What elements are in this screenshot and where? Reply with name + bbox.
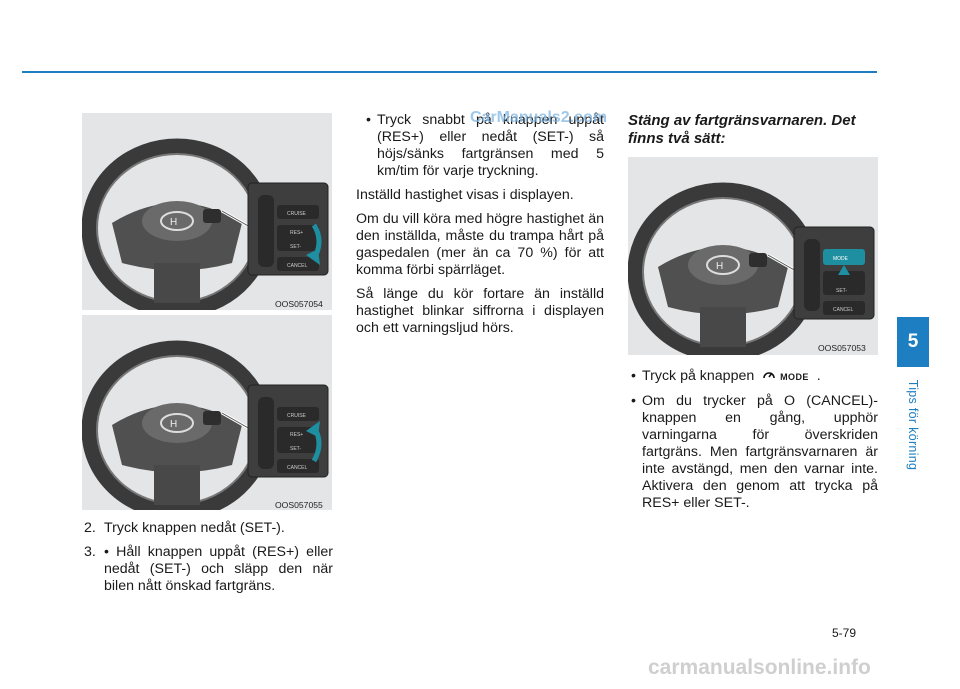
- paragraph: Så länge du kör fortare än inställd hast…: [356, 286, 604, 336]
- press-arrow-icon: [838, 265, 850, 275]
- set-label: SET-: [836, 288, 847, 294]
- chapter-tab: 5: [897, 317, 929, 367]
- paragraph: Om du vill köra med högre hastighet än d…: [356, 211, 604, 278]
- cruise-label: CRUISE: [287, 211, 307, 217]
- bullet-text-post: .: [816, 368, 821, 384]
- bullet-text: Tryck på knappen MODE .: [642, 368, 878, 386]
- step-number: 2.: [84, 520, 96, 536]
- bullet-text-pre: Tryck på knappen: [642, 368, 755, 384]
- bullet-icon: •: [631, 393, 636, 409]
- step-text: Tryck knappen nedåt (SET-).: [104, 520, 285, 536]
- mode-label: MODE: [833, 256, 849, 262]
- page-number: 5-79: [832, 626, 857, 640]
- mode-button-label: MODE: [780, 372, 809, 382]
- steering-wheel-figure-3: H MODE SET- CANCEL: [628, 157, 878, 355]
- res-label: RES+: [290, 432, 303, 438]
- steering-wheel-illustration: H MODE SET- CANCEL: [628, 182, 875, 355]
- bullet-icon: •: [366, 112, 371, 128]
- step-number: 3.: [84, 544, 96, 560]
- top-rule: [22, 71, 877, 73]
- set-label: SET-: [290, 244, 301, 250]
- section-heading: Stäng av fartgränsvarnaren. Det finns tv…: [628, 112, 856, 147]
- watermark-bottom: carmanualsonline.info: [648, 656, 871, 679]
- bullet-icon: •: [631, 368, 636, 384]
- res-label: RES+: [290, 230, 303, 236]
- figure-code-1: OOS057054: [275, 299, 323, 309]
- watermark-top: CarManuals2.com: [470, 109, 607, 126]
- list-item: • Om du trycker på O (CANCEL)-knappen en…: [628, 393, 878, 512]
- steering-wheel-illustration: H CRUISE RES+ SET- CANCEL: [82, 138, 329, 310]
- cancel-label: CANCEL: [833, 307, 854, 313]
- left-column: 2. Tryck knappen nedåt (SET-). 3. • Håll…: [84, 520, 333, 602]
- chapter-title: Tips för körning: [906, 379, 920, 471]
- cancel-label: CANCEL: [287, 465, 308, 471]
- svg-text:H: H: [170, 217, 177, 228]
- svg-text:H: H: [170, 419, 177, 430]
- speedometer-icon: [763, 372, 776, 379]
- bullet-text: Om du trycker på O (CANCEL)-knappen en g…: [642, 393, 878, 511]
- list-item: • Tryck på knappen MODE .: [628, 368, 878, 386]
- steering-wheel-figure-1: H CRUISE RES+ SET- CANCEL: [82, 113, 332, 310]
- figure-code-3: OOS057053: [818, 343, 866, 353]
- steering-wheel-illustration: H CRUISE RES+ SET- CANCEL: [82, 340, 329, 510]
- bullet-text: Tryck snabbt på knappen uppåt (RES+) ell…: [377, 112, 604, 179]
- step-3: 3. • Håll knappen uppåt (RES+) eller ned…: [84, 544, 333, 595]
- chapter-side-label: Tips för körning: [897, 370, 929, 480]
- set-label: SET-: [290, 446, 301, 452]
- cancel-label: CANCEL: [287, 263, 308, 269]
- right-column-text: • Tryck på knappen MODE . • Om du trycke…: [628, 368, 878, 512]
- steering-wheel-figure-2: H CRUISE RES+ SET- CANCEL: [82, 315, 332, 510]
- svg-text:H: H: [716, 261, 723, 272]
- figure-code-2: OOS057055: [275, 500, 323, 510]
- step-2: 2. Tryck knappen nedåt (SET-).: [84, 520, 333, 537]
- list-item: • Tryck snabbt på knappen uppåt (RES+) e…: [356, 112, 604, 180]
- right-column: Stäng av fartgränsvarnaren. Det finns tv…: [628, 112, 878, 158]
- cruise-label: CRUISE: [287, 413, 307, 419]
- paragraph: Inställd hastighet visas i displayen.: [356, 187, 574, 203]
- step-text: • Håll knappen uppåt (RES+) eller nedåt …: [104, 544, 333, 594]
- middle-column: • Tryck snabbt på knappen uppåt (RES+) e…: [356, 112, 604, 344]
